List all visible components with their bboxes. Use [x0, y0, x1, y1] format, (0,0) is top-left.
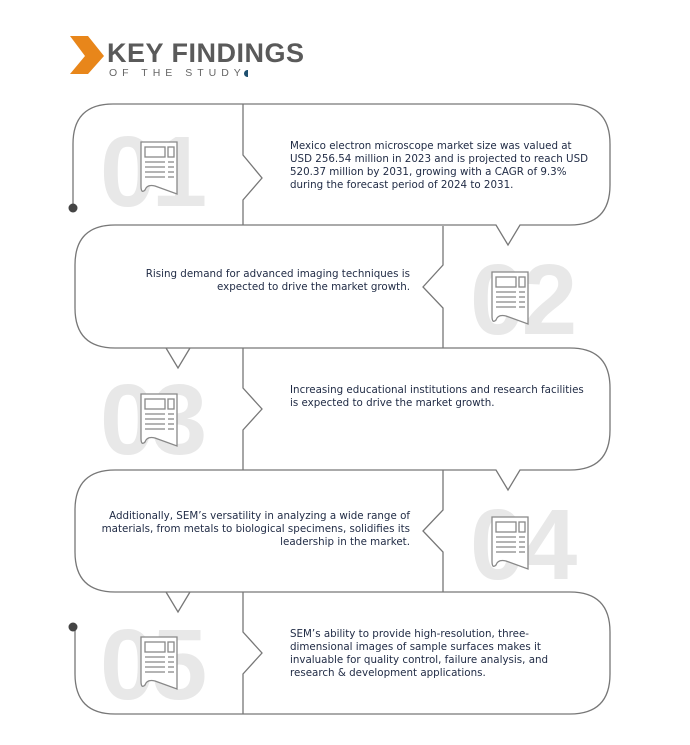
- finding-text-03: Increasing educational institutions and …: [290, 384, 584, 409]
- chevron-logo-icon: [70, 36, 104, 74]
- finding-text-05: SEM’s ability to provide high-resolution…: [290, 628, 549, 679]
- finding-text-01: Mexico electron microscope market size w…: [290, 140, 589, 191]
- finding-text-04: Additionally, SEM’s versatility in analy…: [101, 510, 410, 548]
- timeline-dot: [68, 622, 78, 632]
- document-icon: [137, 392, 181, 452]
- document-icon: [137, 140, 181, 200]
- finding-text-02: Rising demand for advanced imaging techn…: [145, 268, 410, 293]
- timeline-dot: [68, 203, 78, 213]
- page-title: KEY FINDINGS: [107, 38, 305, 68]
- page-subtitle: OF THE STUDY: [109, 67, 248, 79]
- document-icon: [137, 635, 181, 695]
- document-icon: [488, 270, 532, 330]
- document-icon: [488, 515, 532, 575]
